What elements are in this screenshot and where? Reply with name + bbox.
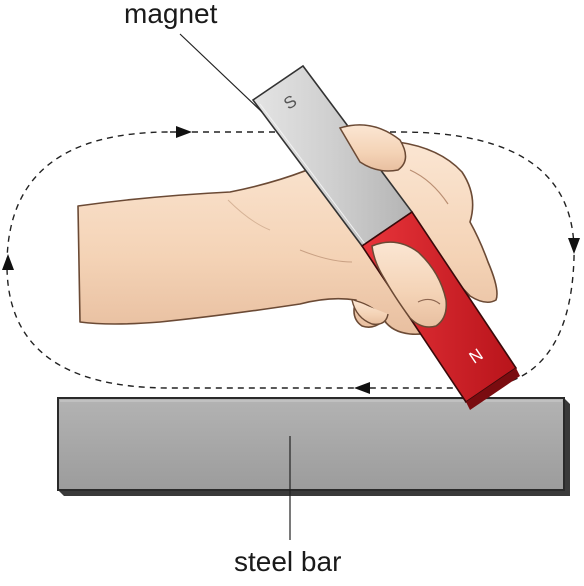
steel-bar [57,397,570,496]
magnet-label: magnet [124,0,218,29]
steel-bar-label: steel bar [234,546,342,577]
fingers [338,124,448,328]
magnet-leader-line [179,33,263,113]
arrowhead-icon [354,382,370,394]
arrowhead-icon [176,126,192,138]
arrowhead-icon [2,254,14,270]
arrowhead-icon [568,238,580,254]
